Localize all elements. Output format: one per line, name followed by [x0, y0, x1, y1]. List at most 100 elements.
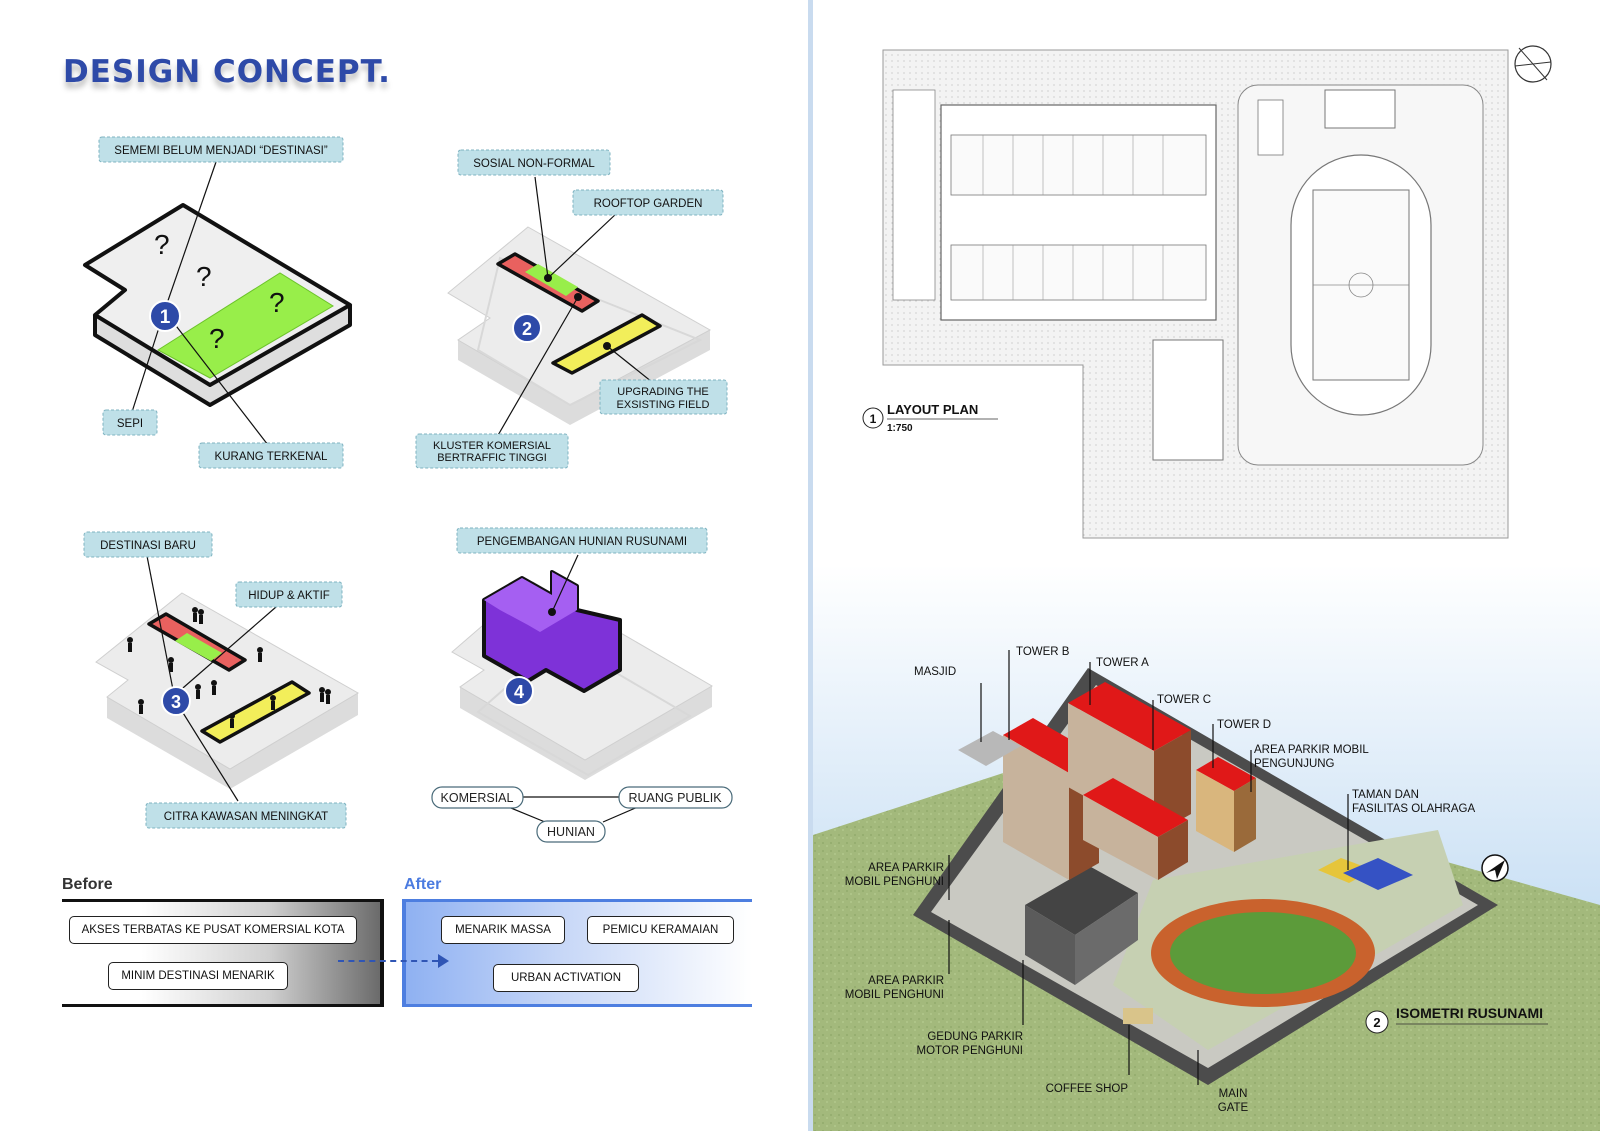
label-parkir-pengunjung: PENGUNJUNG [1254, 758, 1335, 770]
layout-plan-scale: 1:750 [887, 423, 913, 434]
label-box [456, 527, 708, 554]
label-parkir-penghuni: MOBIL PENGHUNI [845, 989, 944, 1001]
svg-text:4: 4 [514, 682, 524, 702]
svg-text:1: 1 [870, 412, 877, 426]
label-upgrading: EXSISTING FIELD [617, 399, 710, 411]
label-masjid: MASJID [914, 666, 956, 678]
svg-text:HUNIAN: HUNIAN [547, 825, 595, 839]
relation-hunian [536, 820, 606, 843]
tower-d [1196, 757, 1256, 852]
label-tower-c: TOWER C [1157, 694, 1211, 706]
concept-2: 2 SOSIAL NON-FORMAL ROOFTOP GARDEN UPGRA… [415, 149, 728, 469]
label-box [145, 802, 347, 829]
concept-4-number-badge [504, 676, 534, 706]
concept-1-green-field [157, 272, 334, 379]
label-kluster: KLUSTER KOMERSIAL [433, 440, 551, 452]
label-coffee-shop: COFFEE SHOP [1046, 1083, 1129, 1095]
label-parkir-penghuni: MOBIL PENGHUNI [845, 876, 944, 888]
coffee-shop-building [1123, 1008, 1153, 1024]
label-sosial: SOSIAL NON-FORMAL [473, 158, 595, 170]
concept-1-number-badge [149, 300, 181, 332]
label-box [235, 581, 343, 608]
before-after-arrow [338, 960, 438, 962]
label-sememi: SEMEMI BELUM MENJADI “DESTINASI” [114, 145, 328, 157]
label-citra: CITRA KAWASAN MENINGKAT [164, 811, 328, 823]
site-drawings-panel: 1 LAYOUT PLAN 1:750 [813, 0, 1600, 1131]
label-box [98, 136, 344, 163]
label-parkir-pengunjung: AREA PARKIR MOBIL [1254, 744, 1369, 756]
svg-text:RUANG PUBLIK: RUANG PUBLIK [628, 791, 722, 805]
label-hidup-aktif: HIDUP & AKTIF [248, 590, 330, 602]
label-box [599, 379, 728, 415]
relation-ruang-publik [618, 786, 733, 809]
concept-3-rooftop-garden [175, 633, 222, 661]
leader-lines [948, 650, 1349, 1085]
label-box [572, 189, 724, 216]
layout-plan: 1 LAYOUT PLAN 1:750 [862, 45, 1552, 539]
football-field [1170, 912, 1356, 994]
concept-4: 4 PENGEMBANGAN HUNIAN RUSUNAMI KOMERSIAL… [431, 527, 733, 843]
question-mark: ? [269, 287, 285, 318]
label-box [83, 531, 213, 558]
question-mark: ? [154, 229, 170, 260]
concept-diagrams: ? ? ? ? 1 SEMEMI BELUM MENJADI “DESTINAS… [83, 136, 733, 843]
label-box [102, 409, 158, 436]
after-item: URBAN ACTIVATION [493, 964, 639, 992]
label-main-gate: GATE [1218, 1102, 1249, 1114]
relation-komersial [431, 786, 524, 809]
page-title: DESIGN CONCEPT. [63, 54, 391, 90]
label-tower-a: TOWER A [1096, 657, 1149, 669]
after-item: PEMICU KERAMAIAN [587, 916, 734, 944]
arrow-head-icon [438, 954, 449, 968]
label-destinasi-baru: DESTINASI BARU [100, 540, 196, 552]
layout-plan-title: LAYOUT PLAN [887, 402, 978, 417]
concept-2-rooftop-garden [525, 264, 578, 296]
before-item: MINIM DESTINASI MENARIK [108, 962, 288, 990]
concept-3-field [200, 680, 311, 744]
label-box [457, 149, 611, 176]
label-taman: FASILITAS OLAHRAGA [1352, 803, 1475, 815]
isometric-number [1365, 1010, 1389, 1034]
label-rooftop: ROOFTOP GARDEN [594, 198, 703, 210]
label-upgrading: UPGRADING THE [617, 386, 708, 398]
layout-plan-number [862, 407, 884, 429]
concept-2-number-badge [512, 313, 542, 343]
svg-text:1: 1 [160, 307, 171, 328]
site-drawings: 1 LAYOUT PLAN 1:750 [813, 45, 1600, 1131]
svg-text:KOMERSIAL: KOMERSIAL [441, 791, 514, 805]
people-icons [127, 607, 331, 728]
label-pengembangan: PENGEMBANGAN HUNIAN RUSUNAMI [477, 536, 687, 548]
label-tower-b: TOWER B [1016, 646, 1070, 658]
concept-1: ? ? ? ? 1 SEMEMI BELUM MENJADI “DESTINAS… [83, 136, 352, 469]
before-item: AKSES TERBATAS KE PUSAT KOMERSIAL KOTA [69, 916, 357, 944]
label-parkir-penghuni: AREA PARKIR [868, 862, 944, 874]
label-main-gate: MAIN [1219, 1088, 1248, 1100]
svg-text:2: 2 [522, 319, 532, 339]
after-item: MENARIK MASSA [441, 916, 565, 944]
court-blue [1343, 858, 1413, 890]
label-kurang-terkenal: KURANG TERKENAL [215, 451, 329, 463]
label-parkir-penghuni: AREA PARKIR [868, 975, 944, 987]
label-gedung-parkir: GEDUNG PARKIR [927, 1031, 1023, 1043]
concept-1-base-edge [93, 305, 352, 407]
label-sepi: SEPI [117, 418, 143, 430]
label-box [198, 442, 344, 469]
label-taman: TAMAN DAN [1352, 789, 1419, 801]
masjid-building [958, 731, 1021, 766]
question-mark: ? [209, 323, 225, 354]
label-box [415, 433, 569, 469]
concept-3: 3 DESTINASI BARU HIDUP & AKTIF CITRA KAW… [83, 531, 359, 829]
after-title: After [404, 876, 442, 893]
label-kluster: BERTRAFFIC TINGGI [437, 452, 547, 464]
svg-text:3: 3 [171, 692, 181, 712]
isometric-view: MASJID TOWER B TOWER A TOWER C TOWER D A… [813, 565, 1600, 1131]
question-mark: ? [196, 261, 212, 292]
tower-c [1083, 778, 1188, 880]
panel-divider [808, 0, 813, 1131]
label-tower-d: TOWER D [1217, 719, 1271, 731]
isometric-title: ISOMETRI RUSUNAMI [1396, 1005, 1543, 1021]
concept-3-number-badge [161, 686, 191, 716]
svg-text:2: 2 [1373, 1015, 1380, 1030]
before-title: Before [62, 876, 113, 893]
parking-building [1025, 867, 1138, 935]
